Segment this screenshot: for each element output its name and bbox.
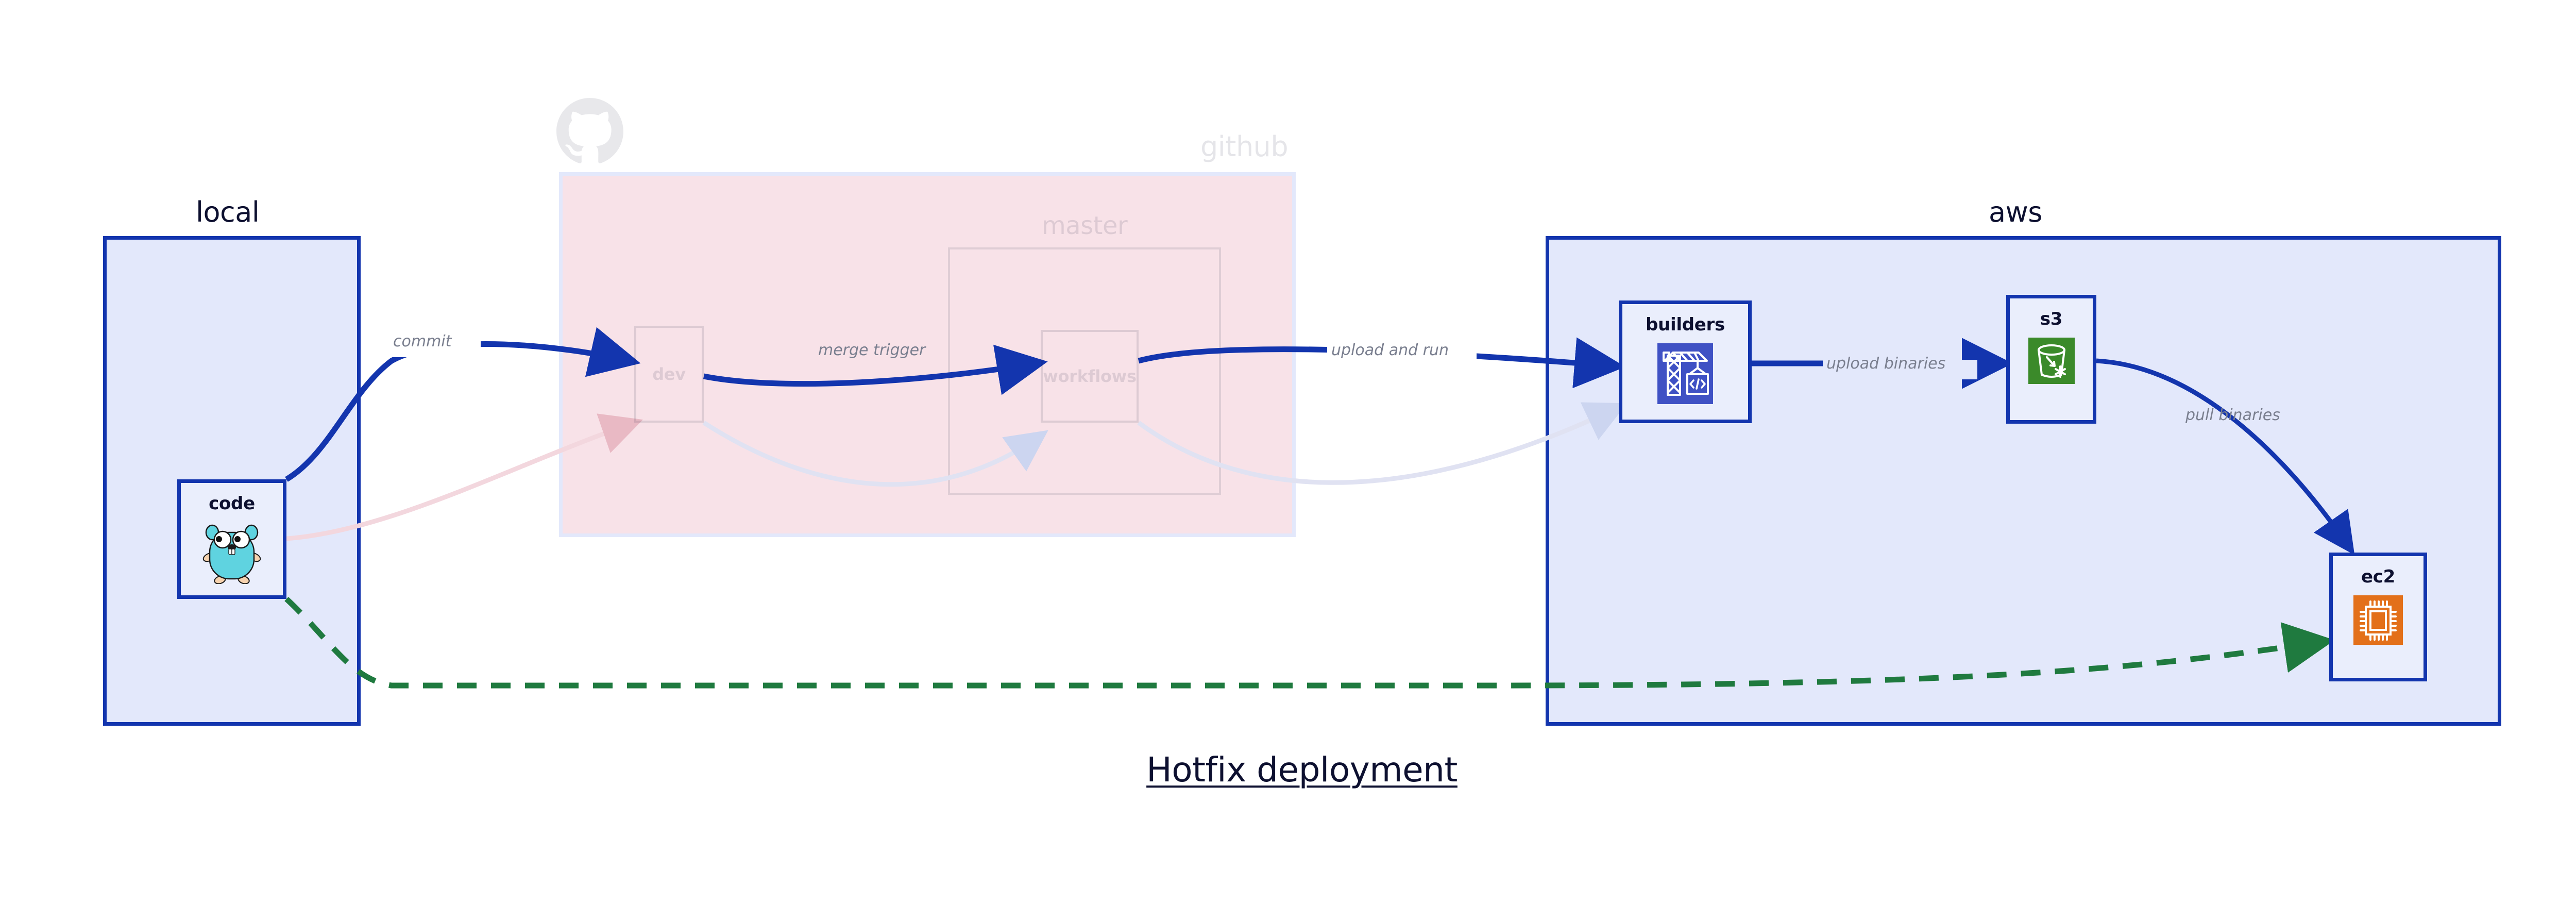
node-code[interactable]: code	[177, 479, 286, 599]
label-backdrop-merge-trigger	[814, 346, 947, 366]
cpu-chip-icon	[2353, 595, 2403, 645]
node-ec2-label: ec2	[2361, 566, 2395, 587]
go-gopher-icon	[202, 524, 261, 584]
crane-code-icon	[1657, 343, 1713, 404]
node-s3-label: s3	[2040, 309, 2063, 329]
label-backdrop-commit	[389, 338, 481, 357]
node-dev[interactable]: dev	[634, 326, 704, 423]
github-octocat-icon	[556, 98, 623, 163]
diagram-title: Hotfix deployment	[1146, 750, 1458, 790]
node-builders[interactable]: builders	[1619, 300, 1752, 423]
edge-label-upload-and-run-top: upload and run	[1331, 341, 1449, 359]
cluster-local-label: local	[196, 196, 260, 228]
cluster-aws-label: aws	[1989, 196, 2042, 228]
node-code-label: code	[209, 493, 255, 514]
node-workflows[interactable]: workflows	[1041, 330, 1139, 423]
node-dev-label: dev	[652, 364, 686, 384]
edge-label-upload-binaries-top: upload binaries	[1826, 355, 1946, 373]
edge-label-commit-top: commit	[393, 332, 452, 350]
edge-label-merge-trigger-top: merge trigger	[818, 341, 926, 359]
label-backdrop-upload-binaries	[1823, 360, 1977, 379]
node-s3[interactable]: s3	[2006, 295, 2096, 424]
cluster-github-label: github	[1200, 130, 1289, 163]
edge-label-pull-binaries: pull binaries	[2185, 406, 2280, 424]
label-backdrop-upload-and-run	[1327, 346, 1477, 366]
s3-bucket-icon	[2028, 338, 2075, 384]
node-workflows-label: workflows	[1043, 366, 1137, 386]
node-ec2[interactable]: ec2	[2329, 553, 2427, 681]
cluster-master-label: master	[1042, 211, 1128, 240]
node-builders-label: builders	[1646, 314, 1725, 335]
